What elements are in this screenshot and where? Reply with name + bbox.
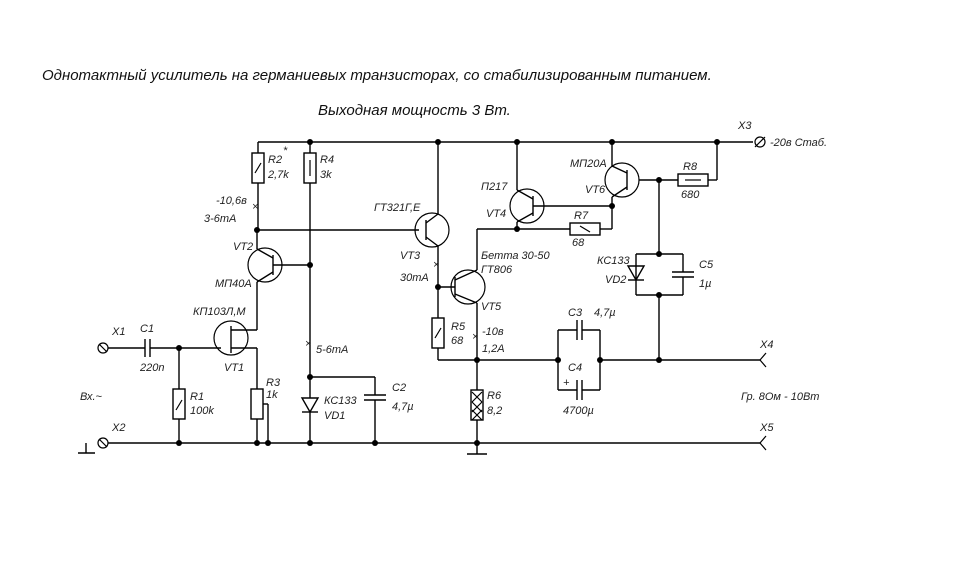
svg-text:VD2: VD2 bbox=[605, 274, 626, 286]
capacitor-c1: C1 220n bbox=[108, 323, 221, 374]
schematic-subtitle: Выходная мощность 3 Вт. bbox=[318, 102, 511, 119]
resistor-r8: R8 680 bbox=[677, 142, 718, 201]
svg-text:×: × bbox=[433, 259, 439, 271]
svg-text:КП103Л,М: КП103Л,М bbox=[193, 306, 246, 318]
resistor-r4: R4 3k × 5-6mA bbox=[303, 142, 348, 375]
svg-text:4,7µ: 4,7µ bbox=[594, 307, 616, 319]
output-note: Гр. 8Ом - 10Вт bbox=[741, 391, 819, 403]
vd1-current: 5-6mA bbox=[316, 344, 348, 356]
connector-x3: X3 -20в Стаб. bbox=[737, 120, 827, 149]
vt2-current: 3-6mA bbox=[204, 213, 236, 225]
top-rail bbox=[258, 139, 753, 145]
svg-text:R3: R3 bbox=[266, 377, 281, 389]
svg-text:100k: 100k bbox=[190, 405, 214, 417]
connector-x1-label: X1 bbox=[111, 326, 125, 338]
capacitor-c2: C2 4,7µ bbox=[310, 376, 414, 443]
vt5-note: Бетта 30-50 bbox=[481, 250, 551, 262]
output-wire bbox=[477, 295, 760, 363]
svg-text:МП40А: МП40А bbox=[215, 278, 252, 290]
svg-text:VT4: VT4 bbox=[486, 208, 506, 220]
svg-text:VT3: VT3 bbox=[400, 250, 421, 262]
svg-text:VT2: VT2 bbox=[233, 241, 253, 253]
transistor-vt6: МП20А VT6 bbox=[570, 142, 678, 206]
zener-vd2: КС133 VD2 bbox=[597, 180, 683, 298]
zener-vd1: КС133 VD1 bbox=[300, 374, 358, 443]
resistor-r5: R5 68 bbox=[431, 287, 477, 361]
svg-text:2,7k: 2,7k bbox=[267, 169, 289, 181]
svg-text:VT6: VT6 bbox=[585, 184, 606, 196]
vt2-voltage: -10,6в bbox=[216, 195, 247, 207]
svg-text:+: + bbox=[563, 377, 570, 389]
connector-x1: X1 bbox=[97, 326, 125, 354]
svg-text:220n: 220n bbox=[139, 362, 164, 374]
svg-text:КС133: КС133 bbox=[324, 395, 358, 407]
capacitor-c4: C4 + 4700µ bbox=[558, 362, 600, 417]
svg-text:МП20А: МП20А bbox=[570, 158, 607, 170]
svg-text:C5: C5 bbox=[699, 259, 714, 271]
resistor-r7: R7 68 bbox=[517, 206, 613, 249]
terminal-x2-icon bbox=[97, 437, 109, 449]
resistor-r6: R6 8,2 bbox=[470, 360, 502, 443]
svg-text:R1: R1 bbox=[190, 391, 204, 403]
svg-text:×: × bbox=[252, 201, 258, 213]
svg-text:×: × bbox=[305, 338, 311, 350]
svg-text:X4: X4 bbox=[759, 339, 773, 351]
svg-text:ГТ321Г,Е: ГТ321Г,Е bbox=[374, 202, 421, 214]
svg-text:3k: 3k bbox=[320, 169, 332, 181]
svg-text:1µ: 1µ bbox=[699, 278, 711, 290]
connector-x3-label: X3 bbox=[737, 120, 752, 132]
svg-text:VT5: VT5 bbox=[481, 301, 502, 313]
svg-text:X5: X5 bbox=[759, 422, 774, 434]
svg-text:R4: R4 bbox=[320, 154, 334, 166]
resistor-r2: R2 * 2,7k -10,6в 3-6mA × bbox=[204, 142, 289, 230]
transistor-vt4: П217 VT4 bbox=[476, 142, 615, 258]
svg-text:R7: R7 bbox=[574, 210, 589, 222]
svg-text:8,2: 8,2 bbox=[487, 405, 502, 417]
terminal-x3-icon bbox=[754, 136, 766, 148]
vt5-current: 1,2A bbox=[482, 343, 505, 355]
connector-x2: X2 bbox=[78, 422, 125, 454]
svg-text:C3: C3 bbox=[568, 307, 583, 319]
capacitor-c5: C5 1µ bbox=[672, 254, 714, 295]
supply-note: -20в Стаб. bbox=[770, 137, 827, 149]
svg-text:ГТ806: ГТ806 bbox=[481, 264, 513, 276]
svg-text:68: 68 bbox=[451, 335, 464, 347]
transistor-vt5: Бетта 30-50 ГТ806 VT5 × -10в 1,2A bbox=[438, 250, 551, 363]
schematic-title: Однотактный усилитель на германиевых тра… bbox=[42, 67, 712, 84]
resistor-r3: R3 1k bbox=[250, 348, 281, 443]
vt3-current: 30mA bbox=[400, 272, 429, 284]
svg-text:C2: C2 bbox=[392, 382, 406, 394]
transistor-vt2: VT2 МП40А bbox=[215, 227, 313, 330]
connector-x4: X4 bbox=[759, 339, 773, 368]
svg-text:680: 680 bbox=[681, 189, 700, 201]
svg-text:R8: R8 bbox=[683, 161, 698, 173]
svg-text:R6: R6 bbox=[487, 390, 502, 402]
svg-text:R5: R5 bbox=[451, 321, 466, 333]
capacitor-c3: C3 4,7µ bbox=[557, 307, 616, 390]
vt5-voltage: -10в bbox=[482, 326, 504, 338]
svg-text:×: × bbox=[472, 331, 478, 343]
transistor-vt3: ГТ321Г,Е VT3 × 30mA bbox=[374, 142, 450, 290]
svg-text:П217: П217 bbox=[481, 181, 508, 193]
svg-text:*: * bbox=[283, 145, 288, 157]
transistor-vt1: КП103Л,М VT1 bbox=[193, 306, 257, 374]
svg-text:C1: C1 bbox=[140, 323, 154, 335]
svg-text:4700µ: 4700µ bbox=[563, 405, 594, 417]
resistor-r1: R1 100k bbox=[172, 348, 214, 443]
connector-x2-label: X2 bbox=[111, 422, 125, 434]
svg-text:68: 68 bbox=[572, 237, 585, 249]
svg-text:C4: C4 bbox=[568, 362, 582, 374]
svg-text:VD1: VD1 bbox=[324, 410, 345, 422]
svg-text:КС133: КС133 bbox=[597, 255, 631, 267]
input-note: Вх.~ bbox=[80, 391, 103, 403]
svg-text:VT1: VT1 bbox=[224, 362, 244, 374]
svg-text:4,7µ: 4,7µ bbox=[392, 401, 414, 413]
svg-text:R2: R2 bbox=[268, 154, 282, 166]
ground-rail bbox=[108, 440, 760, 455]
svg-text:1k: 1k bbox=[266, 389, 278, 401]
connector-x5: X5 bbox=[759, 422, 774, 451]
